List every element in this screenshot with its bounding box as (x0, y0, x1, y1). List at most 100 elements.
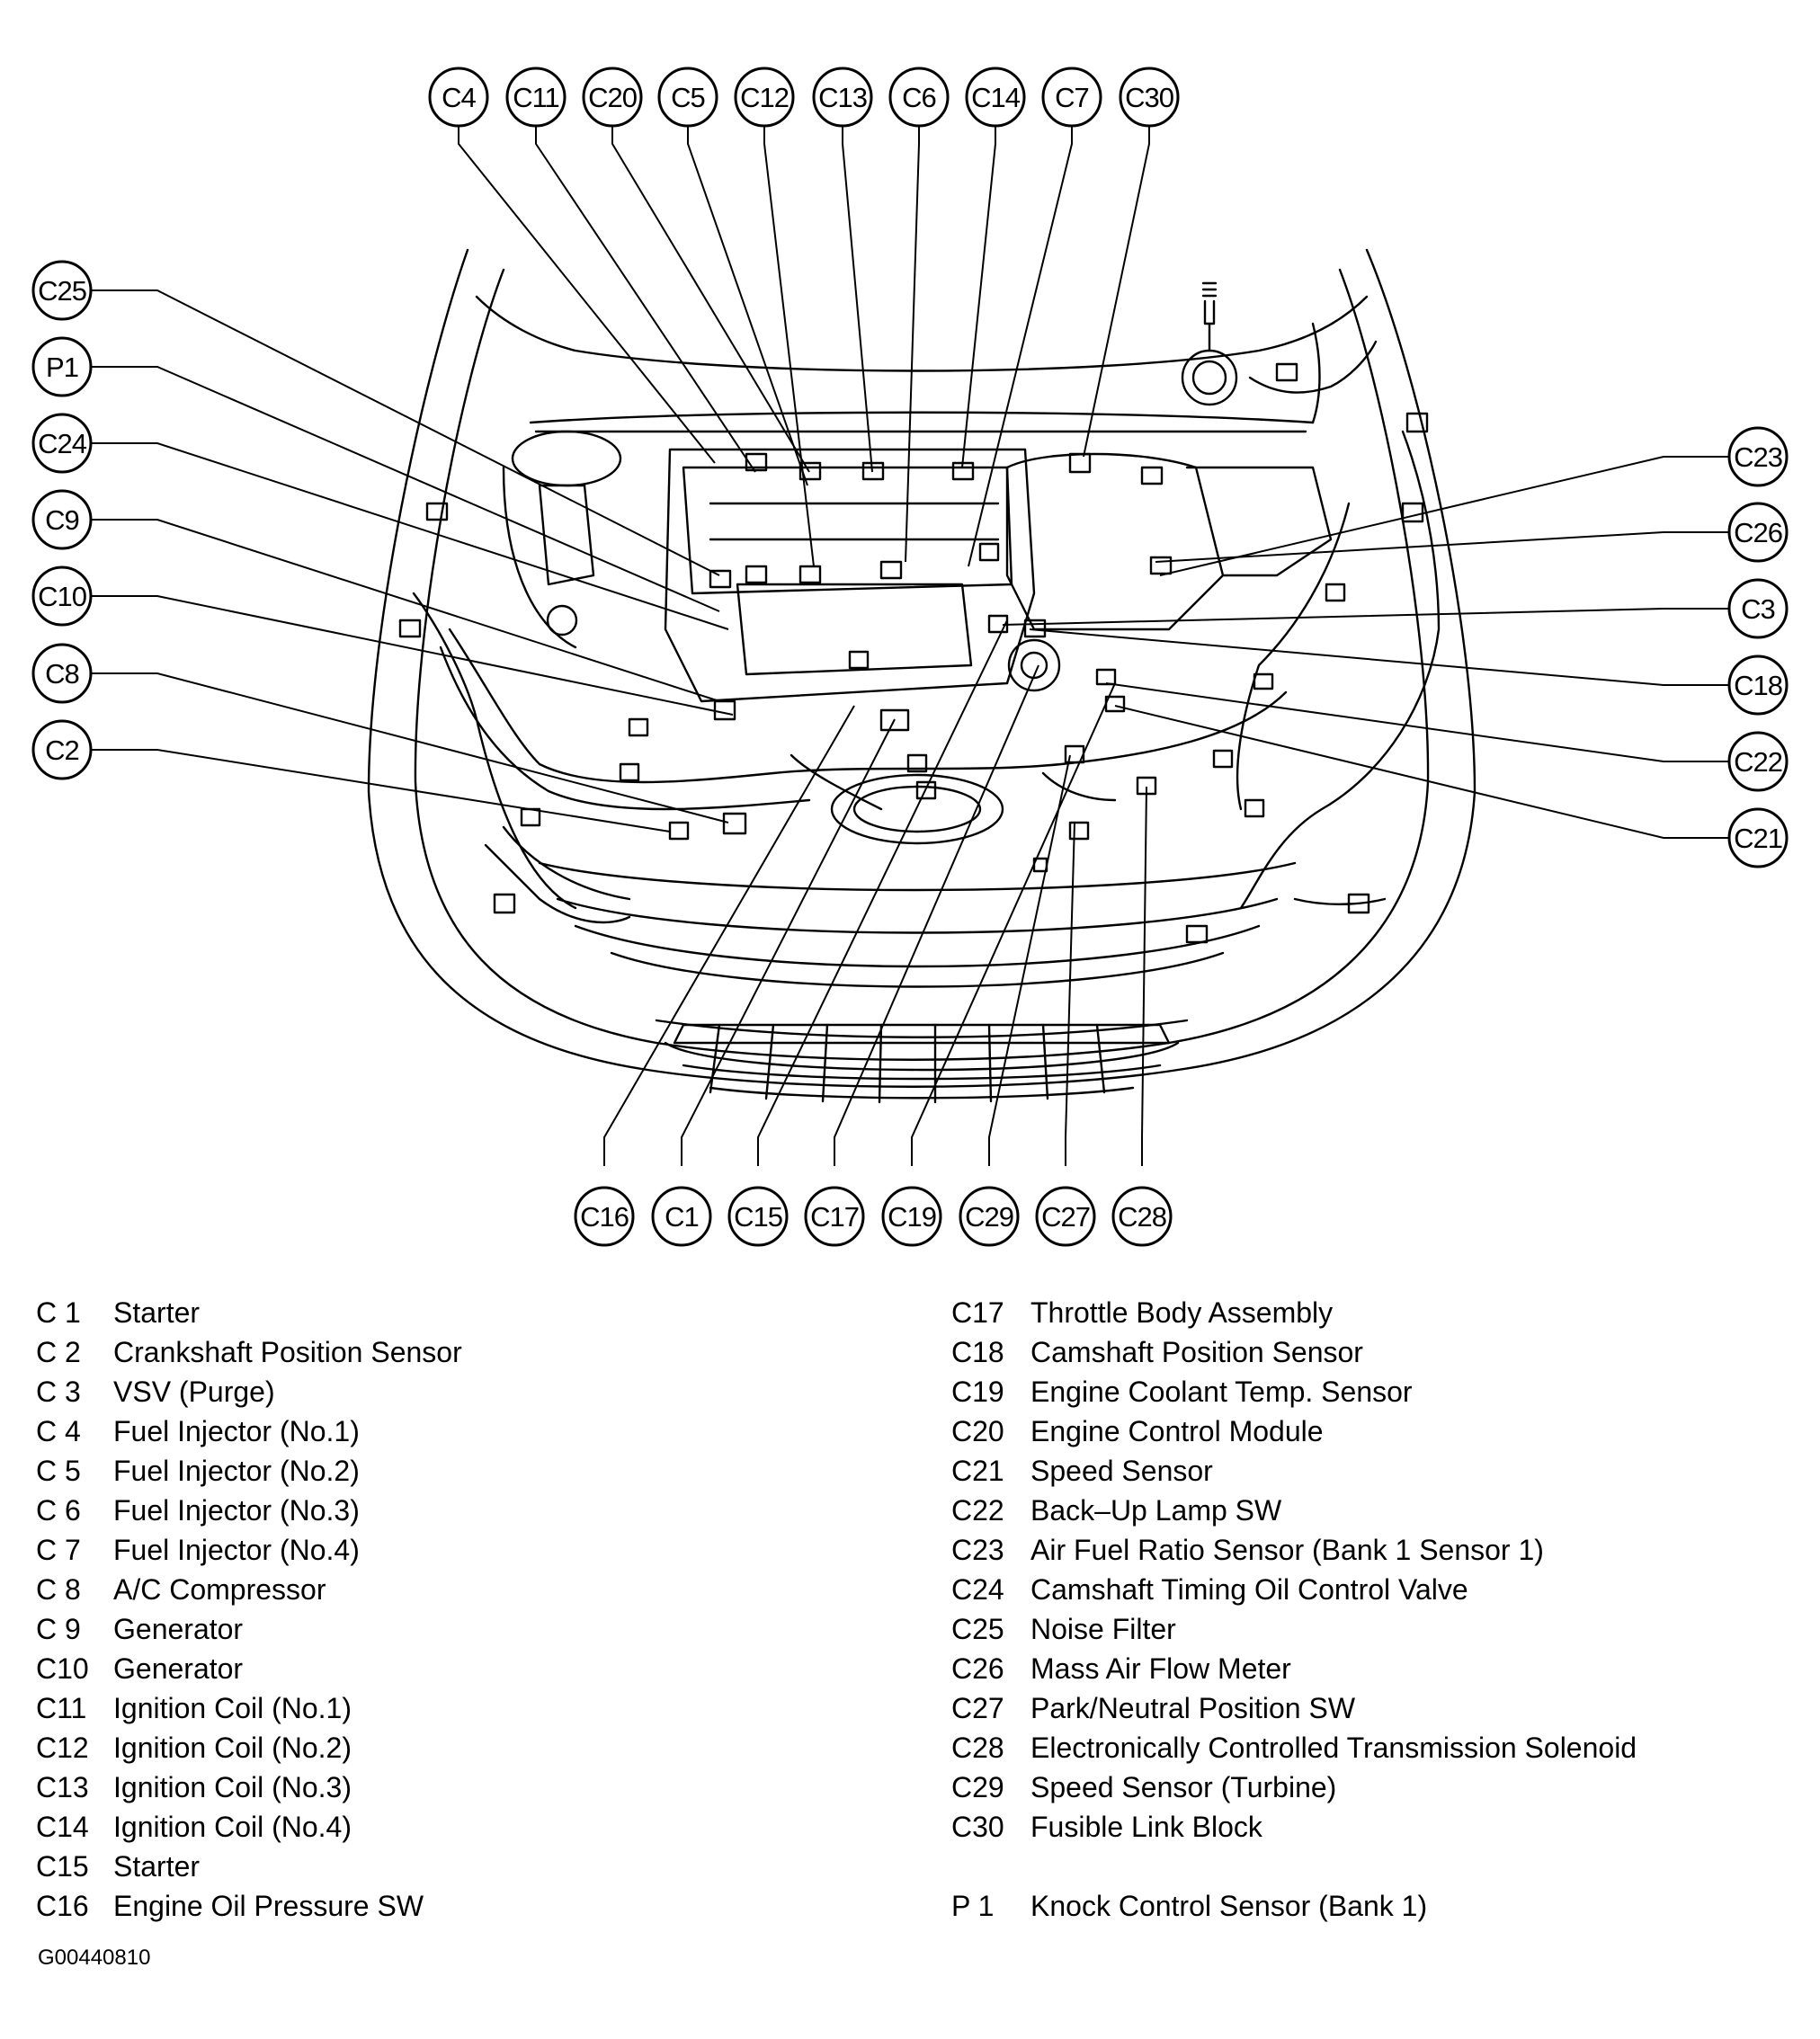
callout-label: C11 (513, 82, 559, 113)
legend-label: A/C Compressor (113, 1573, 326, 1606)
legend-item: C 2 Crankshaft Position Sensor (36, 1332, 899, 1372)
callout-circle (1727, 654, 1789, 716)
legend-code: C14 (36, 1811, 89, 1843)
figure-id: G00440810 (38, 1946, 151, 1970)
callout-c26: C26 (1727, 502, 1789, 563)
callout-circle (1727, 731, 1789, 792)
legend-label: Fusible Link Block (1030, 1811, 1262, 1843)
legend-code: C12 (36, 1732, 89, 1764)
callout-circle (31, 413, 93, 474)
callout-c10: C10 (31, 565, 93, 627)
callout-circle (1111, 1186, 1173, 1247)
legend-label: Speed Sensor (1030, 1455, 1213, 1487)
legend-item: C21 Speed Sensor (951, 1451, 1815, 1491)
callout-label: C21 (1734, 823, 1782, 854)
legend-code: C23 (951, 1534, 1004, 1566)
legend-item: C25 Noise Filter (951, 1609, 1815, 1649)
callout-c20: C20 (582, 67, 643, 128)
callout-label: C24 (38, 428, 87, 459)
callout-label: C9 (45, 504, 79, 536)
legend-code: C19 (951, 1376, 1004, 1408)
legend-label: Fuel Injector (No.2) (113, 1455, 360, 1487)
callout-circle (31, 260, 93, 321)
callout-label: C1 (665, 1201, 699, 1233)
callout-c7: C7 (1041, 67, 1102, 128)
callout-label: C8 (45, 658, 79, 690)
callout-label: C18 (1734, 670, 1782, 701)
callout-c12: C12 (734, 67, 795, 128)
callout-p1: P1 (31, 336, 93, 397)
callout-label: C23 (1734, 441, 1782, 473)
legend-item: C 4 Fuel Injector (No.1) (36, 1411, 899, 1451)
legend-code: C25 (951, 1613, 1004, 1645)
callout-circle (582, 67, 643, 128)
callout-circle (505, 67, 567, 128)
callout-c23: C23 (1727, 426, 1789, 487)
legend-label: Camshaft Timing Oil Control Valve (1030, 1573, 1468, 1606)
callout-circle (31, 489, 93, 550)
callout-label: C26 (1734, 517, 1782, 548)
callout-c29: C29 (959, 1186, 1020, 1247)
callout-c1: C1 (651, 1186, 712, 1247)
callout-c24: C24 (31, 413, 93, 474)
callout-c14: C14 (965, 67, 1026, 128)
legend-code: C 4 (36, 1415, 81, 1447)
legend-label: Back–Up Lamp SW (1030, 1494, 1282, 1527)
callout-c4: C4 (428, 67, 489, 128)
callout-circle (657, 67, 718, 128)
callout-circle (1727, 578, 1789, 639)
callout-label: C7 (1055, 82, 1089, 113)
callout-label: C22 (1734, 746, 1782, 778)
legend-label: Engine Coolant Temp. Sensor (1030, 1376, 1413, 1408)
callout-circle (1119, 67, 1180, 128)
engine-bay-drawing (367, 248, 1477, 1104)
legend-label: Ignition Coil (No.1) (113, 1692, 352, 1724)
callout-c18: C18 (1727, 654, 1789, 716)
callout-c16: C16 (574, 1186, 635, 1247)
legend-label: Crankshaft Position Sensor (113, 1336, 462, 1368)
legend-label: Starter (113, 1296, 201, 1329)
callout-label: P1 (46, 352, 78, 383)
legend-code: P 1 (951, 1890, 995, 1922)
legend-code: C 2 (36, 1336, 81, 1368)
callout-circle (31, 336, 93, 397)
callout-circle (1727, 426, 1789, 487)
callout-circle (965, 67, 1026, 128)
callout-label: C28 (1118, 1201, 1166, 1233)
callout-c21: C21 (1727, 807, 1789, 868)
leader-lines (91, 119, 1729, 1166)
legend-code: C27 (951, 1692, 1004, 1724)
legend-label: Fuel Injector (No.1) (113, 1415, 360, 1447)
callout-c22: C22 (1727, 731, 1789, 792)
callout-c5: C5 (657, 67, 718, 128)
legend-code: C29 (951, 1771, 1004, 1803)
legend-code: C28 (951, 1732, 1004, 1764)
legend-code: C10 (36, 1652, 89, 1685)
callout-label: C13 (818, 82, 867, 113)
legend-code: C 5 (36, 1455, 81, 1487)
legend-label: Ignition Coil (No.3) (113, 1771, 352, 1803)
callout-circle (1727, 502, 1789, 563)
legend-label: Noise Filter (1030, 1613, 1176, 1645)
callout-circle (31, 719, 93, 780)
legend-label: Park/Neutral Position SW (1030, 1692, 1356, 1724)
legend-code: C11 (36, 1692, 87, 1724)
legend-code: C21 (951, 1455, 1004, 1487)
legend-item: C27 Park/Neutral Position SW (951, 1688, 1815, 1728)
callout-circle (804, 1186, 865, 1247)
legend-code: C 8 (36, 1573, 81, 1606)
legend-item: C19 Engine Coolant Temp. Sensor (951, 1372, 1815, 1411)
callout-c2: C2 (31, 719, 93, 780)
callout-c15: C15 (727, 1186, 789, 1247)
legend-label: Knock Control Sensor (Bank 1) (1030, 1890, 1428, 1922)
callout-circle (31, 565, 93, 627)
legend-label: Fuel Injector (No.4) (113, 1534, 360, 1566)
